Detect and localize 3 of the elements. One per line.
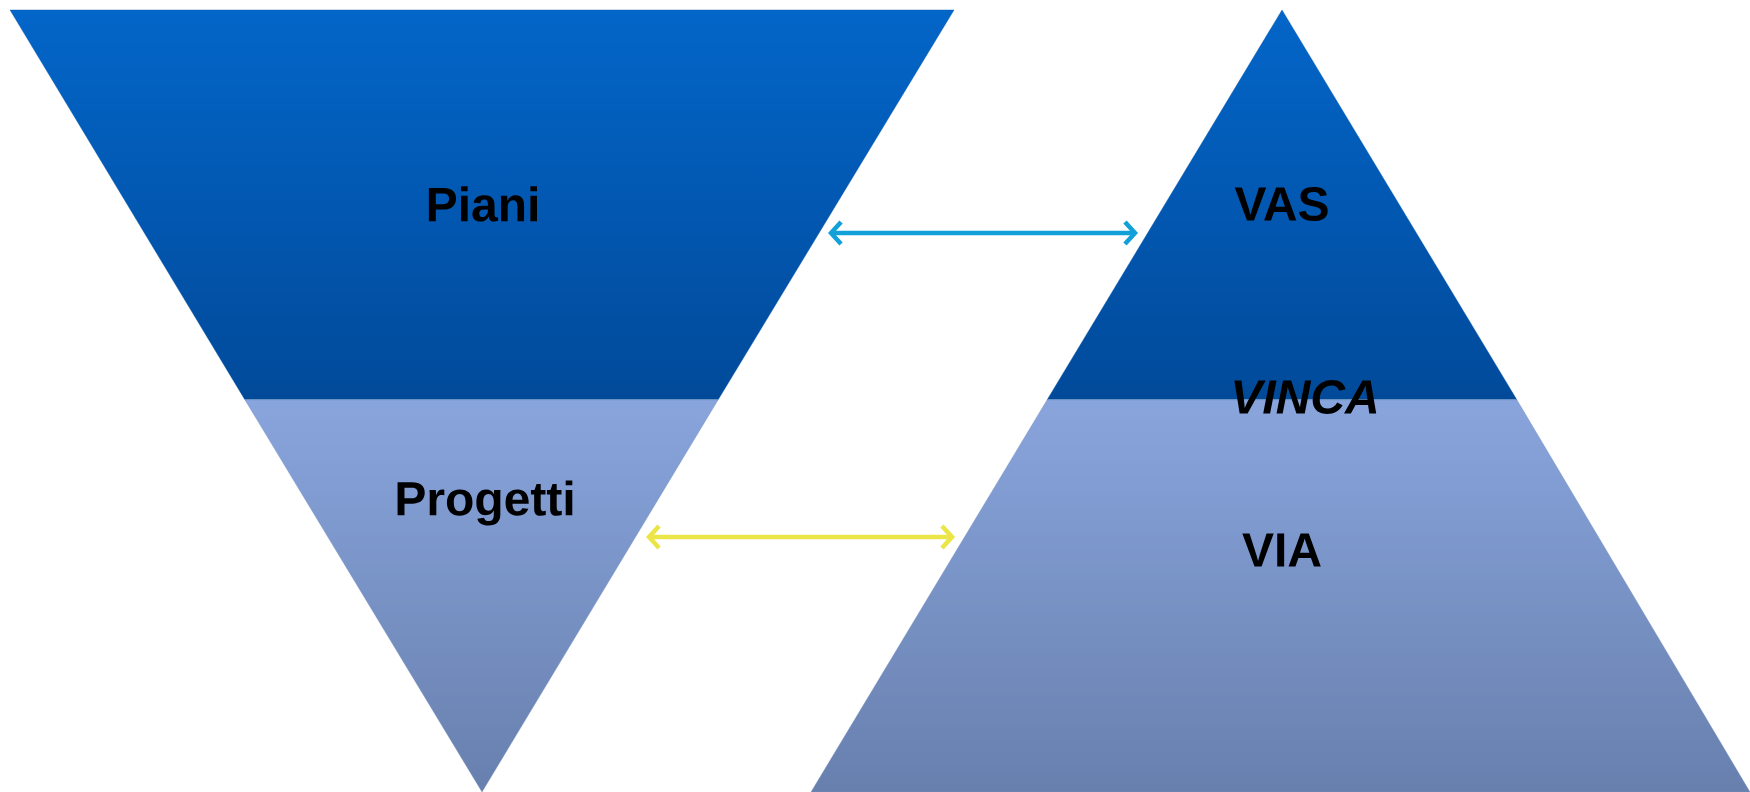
double-arrow	[646, 524, 955, 550]
triangle-band: Progetti	[244, 399, 719, 792]
double-arrow	[828, 220, 1138, 246]
